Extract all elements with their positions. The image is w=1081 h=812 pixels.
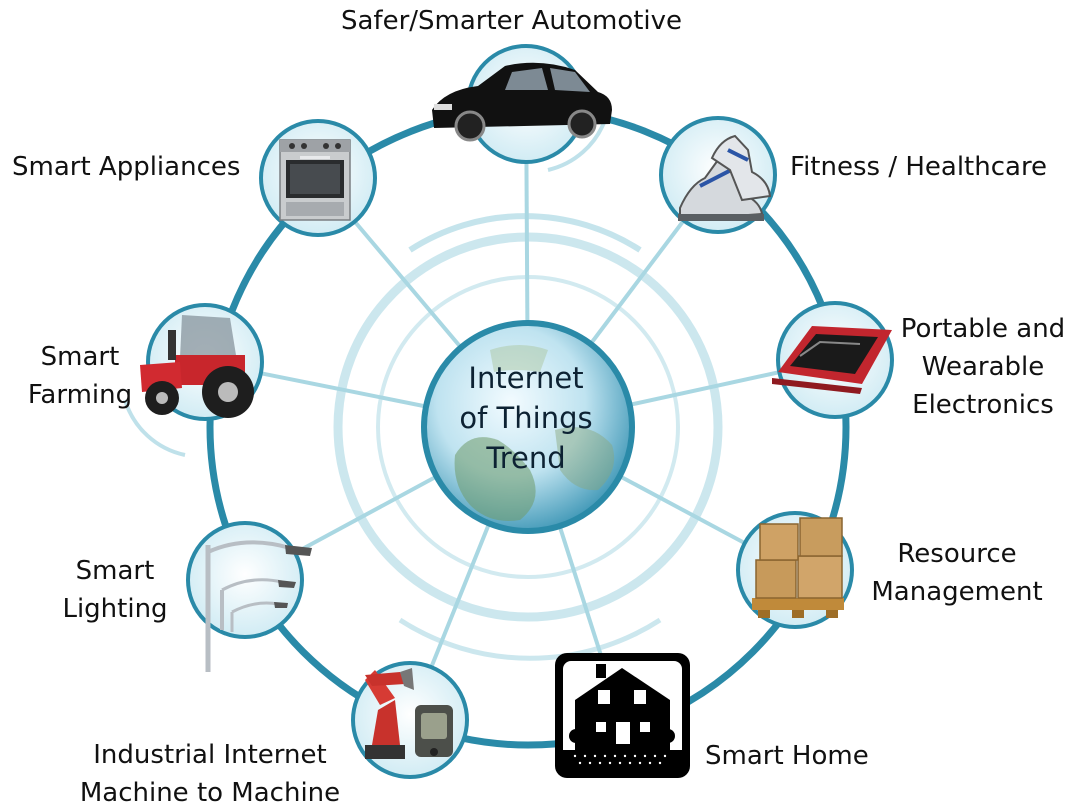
tractor-icon bbox=[140, 315, 254, 418]
house-icon bbox=[555, 653, 690, 778]
globe-label-line: Internet bbox=[468, 361, 584, 395]
boxes-pallet-icon bbox=[752, 517, 844, 618]
globe-label: Internet of Things Trend bbox=[426, 358, 626, 478]
label-line: Industrial Internet bbox=[93, 740, 327, 770]
label-line: Resource bbox=[897, 539, 1017, 569]
label-line: Management bbox=[871, 577, 1043, 607]
label-industrial: Industrial Internet Machine to Machine bbox=[60, 736, 360, 812]
label-appliances: Smart Appliances bbox=[12, 148, 240, 186]
label-automotive: Safer/Smarter Automotive bbox=[341, 2, 682, 40]
sneakers-icon bbox=[678, 134, 772, 222]
label-farming: Smart Farming bbox=[20, 338, 140, 414]
label-line: Lighting bbox=[62, 594, 168, 624]
globe-icon bbox=[421, 320, 635, 534]
label-line: Machine to Machine bbox=[79, 778, 341, 808]
label-fitness: Fitness / Healthcare bbox=[790, 148, 1047, 186]
label-line: Fitness / Healthcare bbox=[790, 152, 1048, 182]
globe-label-line: of Things bbox=[459, 401, 593, 435]
label-resource: Resource Management bbox=[862, 535, 1052, 611]
label-line: Wearable bbox=[921, 352, 1045, 382]
car-icon bbox=[432, 62, 612, 142]
street-lamp-icon bbox=[205, 540, 312, 672]
label-line: Farming bbox=[27, 380, 133, 410]
label-line: Smart Appliances bbox=[12, 152, 241, 182]
highlight-arc-top bbox=[547, 119, 607, 172]
label-portable: Portable and Wearable Electronics bbox=[898, 310, 1068, 424]
label-home: Smart Home bbox=[705, 737, 869, 775]
label-line: Smart bbox=[40, 342, 120, 372]
highlight-arc-left bbox=[123, 399, 186, 457]
tablet-icon bbox=[772, 326, 892, 394]
globe-label-line: Trend bbox=[486, 441, 566, 475]
label-line: Smart bbox=[75, 556, 155, 586]
stove-icon bbox=[279, 139, 351, 221]
label-line: Electronics bbox=[912, 390, 1054, 420]
label-line: Safer/Smarter Automotive bbox=[341, 6, 683, 36]
label-line: Portable and bbox=[900, 314, 1066, 344]
robot-arm-icon bbox=[365, 668, 453, 759]
label-lighting: Smart Lighting bbox=[55, 552, 175, 628]
label-line: Smart Home bbox=[705, 741, 869, 771]
